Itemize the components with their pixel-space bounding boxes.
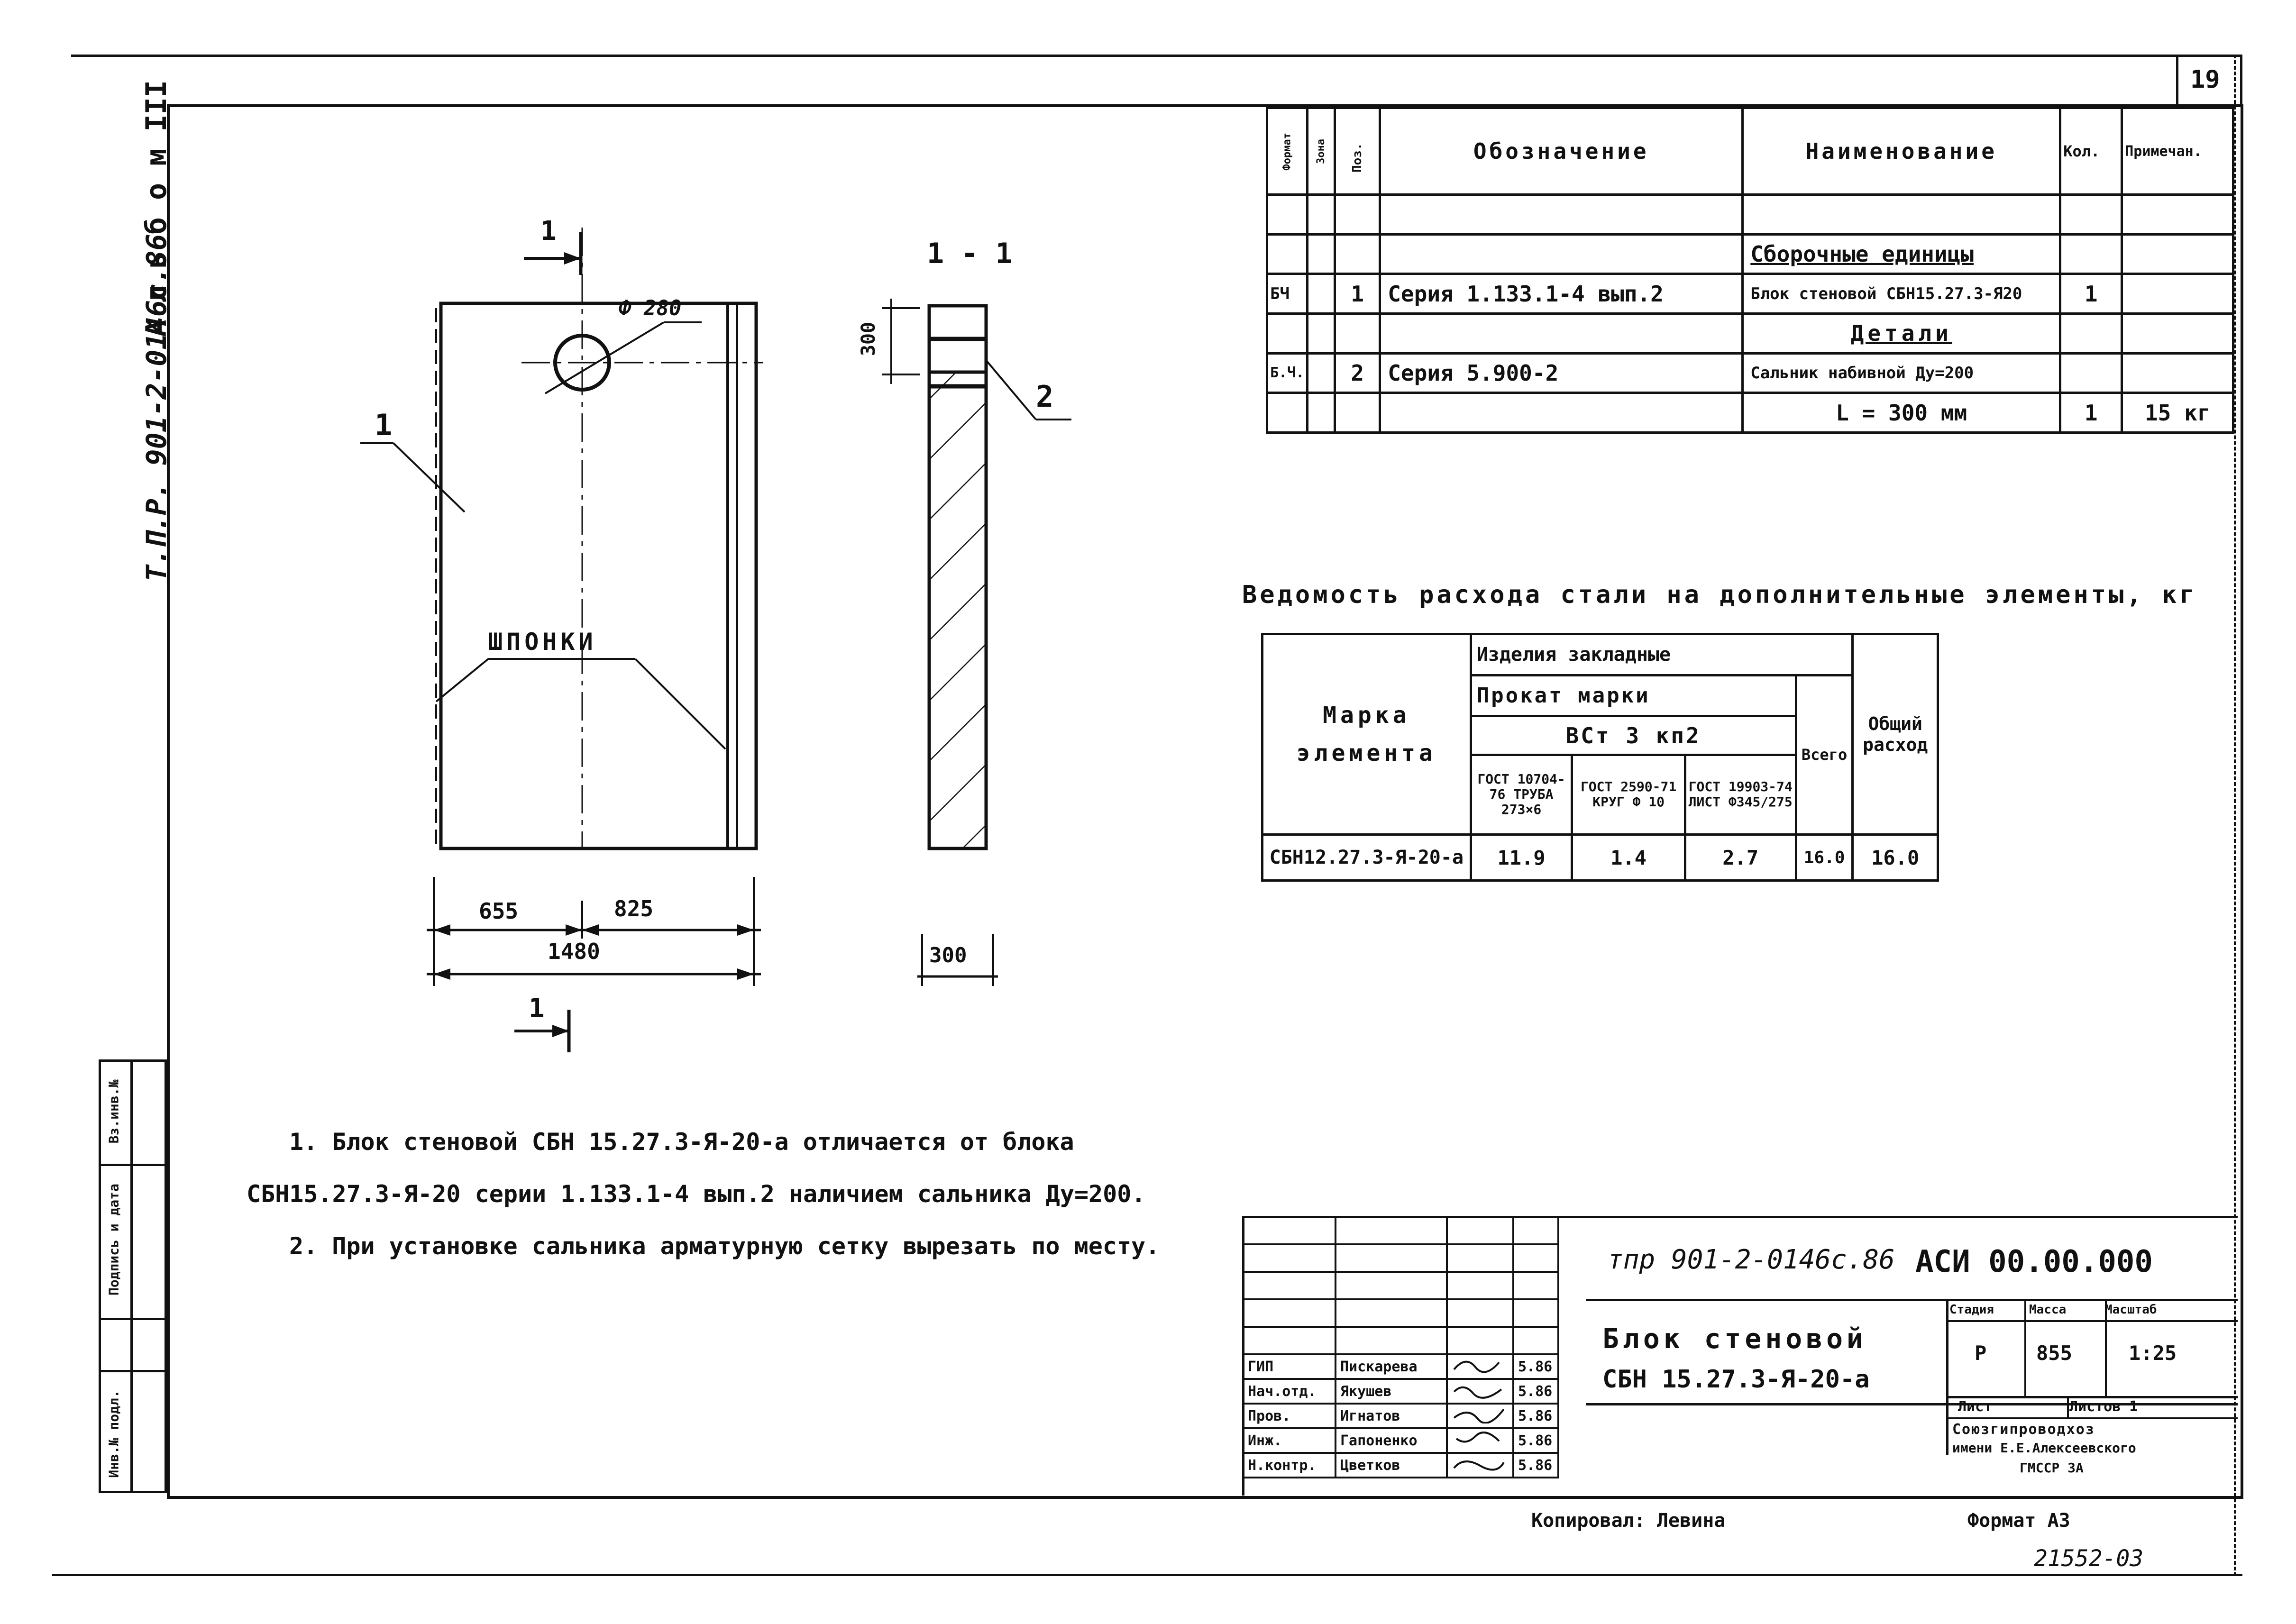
tb-list-label: Лист	[1958, 1398, 1993, 1415]
steel-marka-header: Марка элемента	[1261, 632, 1472, 836]
spec-row: Детали	[1265, 312, 2235, 355]
steel-col2-header: ГОСТ 2590-71 КРУГ Ф 10	[1571, 753, 1686, 836]
note-line-1: 1. Блок стеновой СБН 15.27.3-Я-20-а отли…	[289, 1128, 1074, 1156]
callout-2: 2	[1036, 379, 1054, 414]
spec-row: Сборочные единицы	[1265, 233, 2235, 275]
tb-org-3: ГМССР ЗА	[2020, 1460, 2084, 1476]
steel-obshiy-header: Общий расход	[1851, 632, 1939, 836]
section-mark-top: 1	[540, 216, 557, 246]
spec-col-naimenovanie: Наименование	[1741, 107, 2062, 196]
tb-bottom-divider	[1586, 1403, 2238, 1405]
tb-masshtab-label: Масштаб	[2105, 1303, 2157, 1317]
spec-col-oboznachenie: Обозначение	[1379, 107, 1744, 196]
steel-prokat-header: Прокат марки	[1469, 674, 1797, 718]
tb-name-2: СБН 15.27.3-Я-20-а	[1602, 1365, 1870, 1394]
steel-col1-header: ГОСТ 10704-76 ТРУБА 273×6	[1469, 753, 1573, 836]
section-title: 1 - 1	[927, 237, 1013, 270]
tb-massa: 855	[2036, 1341, 2072, 1365]
dim-655: 655	[479, 898, 519, 924]
tb-stage-block	[1946, 1299, 2238, 1455]
callout-1: 1	[375, 408, 393, 442]
sheet-outer-border	[71, 55, 2238, 1503]
spec-header-row: Формат Зона Поз. Обозначение Наименовани…	[1265, 107, 2235, 196]
section-mark-bottom: 1	[529, 993, 545, 1024]
steel-table-title: Ведомость расхода стали на дополнительны…	[1242, 581, 2197, 609]
shponki-label: ШПОНКИ	[488, 628, 597, 656]
steel-vst-header: ВСт 3 кп2	[1469, 715, 1797, 756]
hole-diameter-label: Ф 280	[619, 296, 682, 320]
tb-org-1: Союзгипроводхоз	[1952, 1421, 2095, 1438]
tb-listov-label: Листов 1	[2069, 1398, 2138, 1415]
dim-300-side: 300	[858, 321, 879, 356]
tb-name-1: Блок стеновой	[1602, 1323, 1867, 1355]
spec-col-format: Формат	[1265, 107, 1309, 196]
tb-org-2: имени Е.Е.Алексеевского	[1952, 1440, 2136, 1456]
note-line-3: 2. При установке сальника арматурную сет…	[289, 1232, 1160, 1260]
binding-fields	[99, 1059, 167, 1493]
tb-stadia-label: Стадия	[1949, 1303, 1994, 1317]
footer-kopiroval: Копировал: Левина	[1531, 1510, 1726, 1532]
tb-code-divider	[1586, 1299, 2238, 1301]
footer-format: Формат А3	[1967, 1510, 2070, 1532]
sheet-inner-frame	[167, 104, 2243, 1499]
steel-col3-header: ГОСТ 19903-74 ЛИСТ Ф345/275	[1683, 753, 1797, 836]
steel-vsego-header: Всего	[1794, 674, 1854, 836]
dim-1480: 1480	[548, 939, 600, 964]
tb-doc-id: АСИ 00.00.000	[1915, 1244, 2153, 1279]
footer-number: 21552-03	[2034, 1545, 2144, 1572]
tb-code: тпр 901-2-0146с.86	[1607, 1244, 1895, 1275]
bottom-trim-line	[52, 1574, 2242, 1576]
sheet-number-box	[2176, 55, 2242, 107]
right-trim-line	[2234, 55, 2236, 1576]
spec-row	[1265, 193, 2235, 236]
spec-col-poz: Поз.	[1334, 107, 1381, 196]
dim-300-bottom: 300	[929, 943, 967, 967]
spec-col-primechanie: Примечан.	[2121, 107, 2235, 196]
tb-stadia: Р	[1975, 1341, 1987, 1365]
block-section-view	[927, 344, 988, 850]
block-front-view	[439, 301, 758, 850]
spec-col-zona: Зона	[1306, 107, 1336, 196]
tb-massa-label: Масса	[2029, 1303, 2067, 1317]
steel-table: Марка элемента Изделия закладные Общий р…	[1261, 632, 1939, 882]
steel-izdelia-header: Изделия закладные	[1469, 633, 1854, 676]
spec-table: Формат Зона Поз. Обозначение Наименовани…	[1265, 107, 2235, 434]
tb-masshtab: 1:25	[2129, 1341, 2177, 1365]
spec-col-kol: Кол.	[2059, 107, 2123, 196]
sheet-number: 19	[2190, 65, 2220, 94]
steel-data-row: СБН12.27.3-Я-20-а 11.9 1.4 2.7 16.0 16.0	[1261, 833, 1939, 882]
note-line-2: СБН15.27.3-Я-20 серии 1.133.1-4 вып.2 на…	[247, 1180, 1146, 1208]
dim-825: 825	[614, 896, 654, 921]
